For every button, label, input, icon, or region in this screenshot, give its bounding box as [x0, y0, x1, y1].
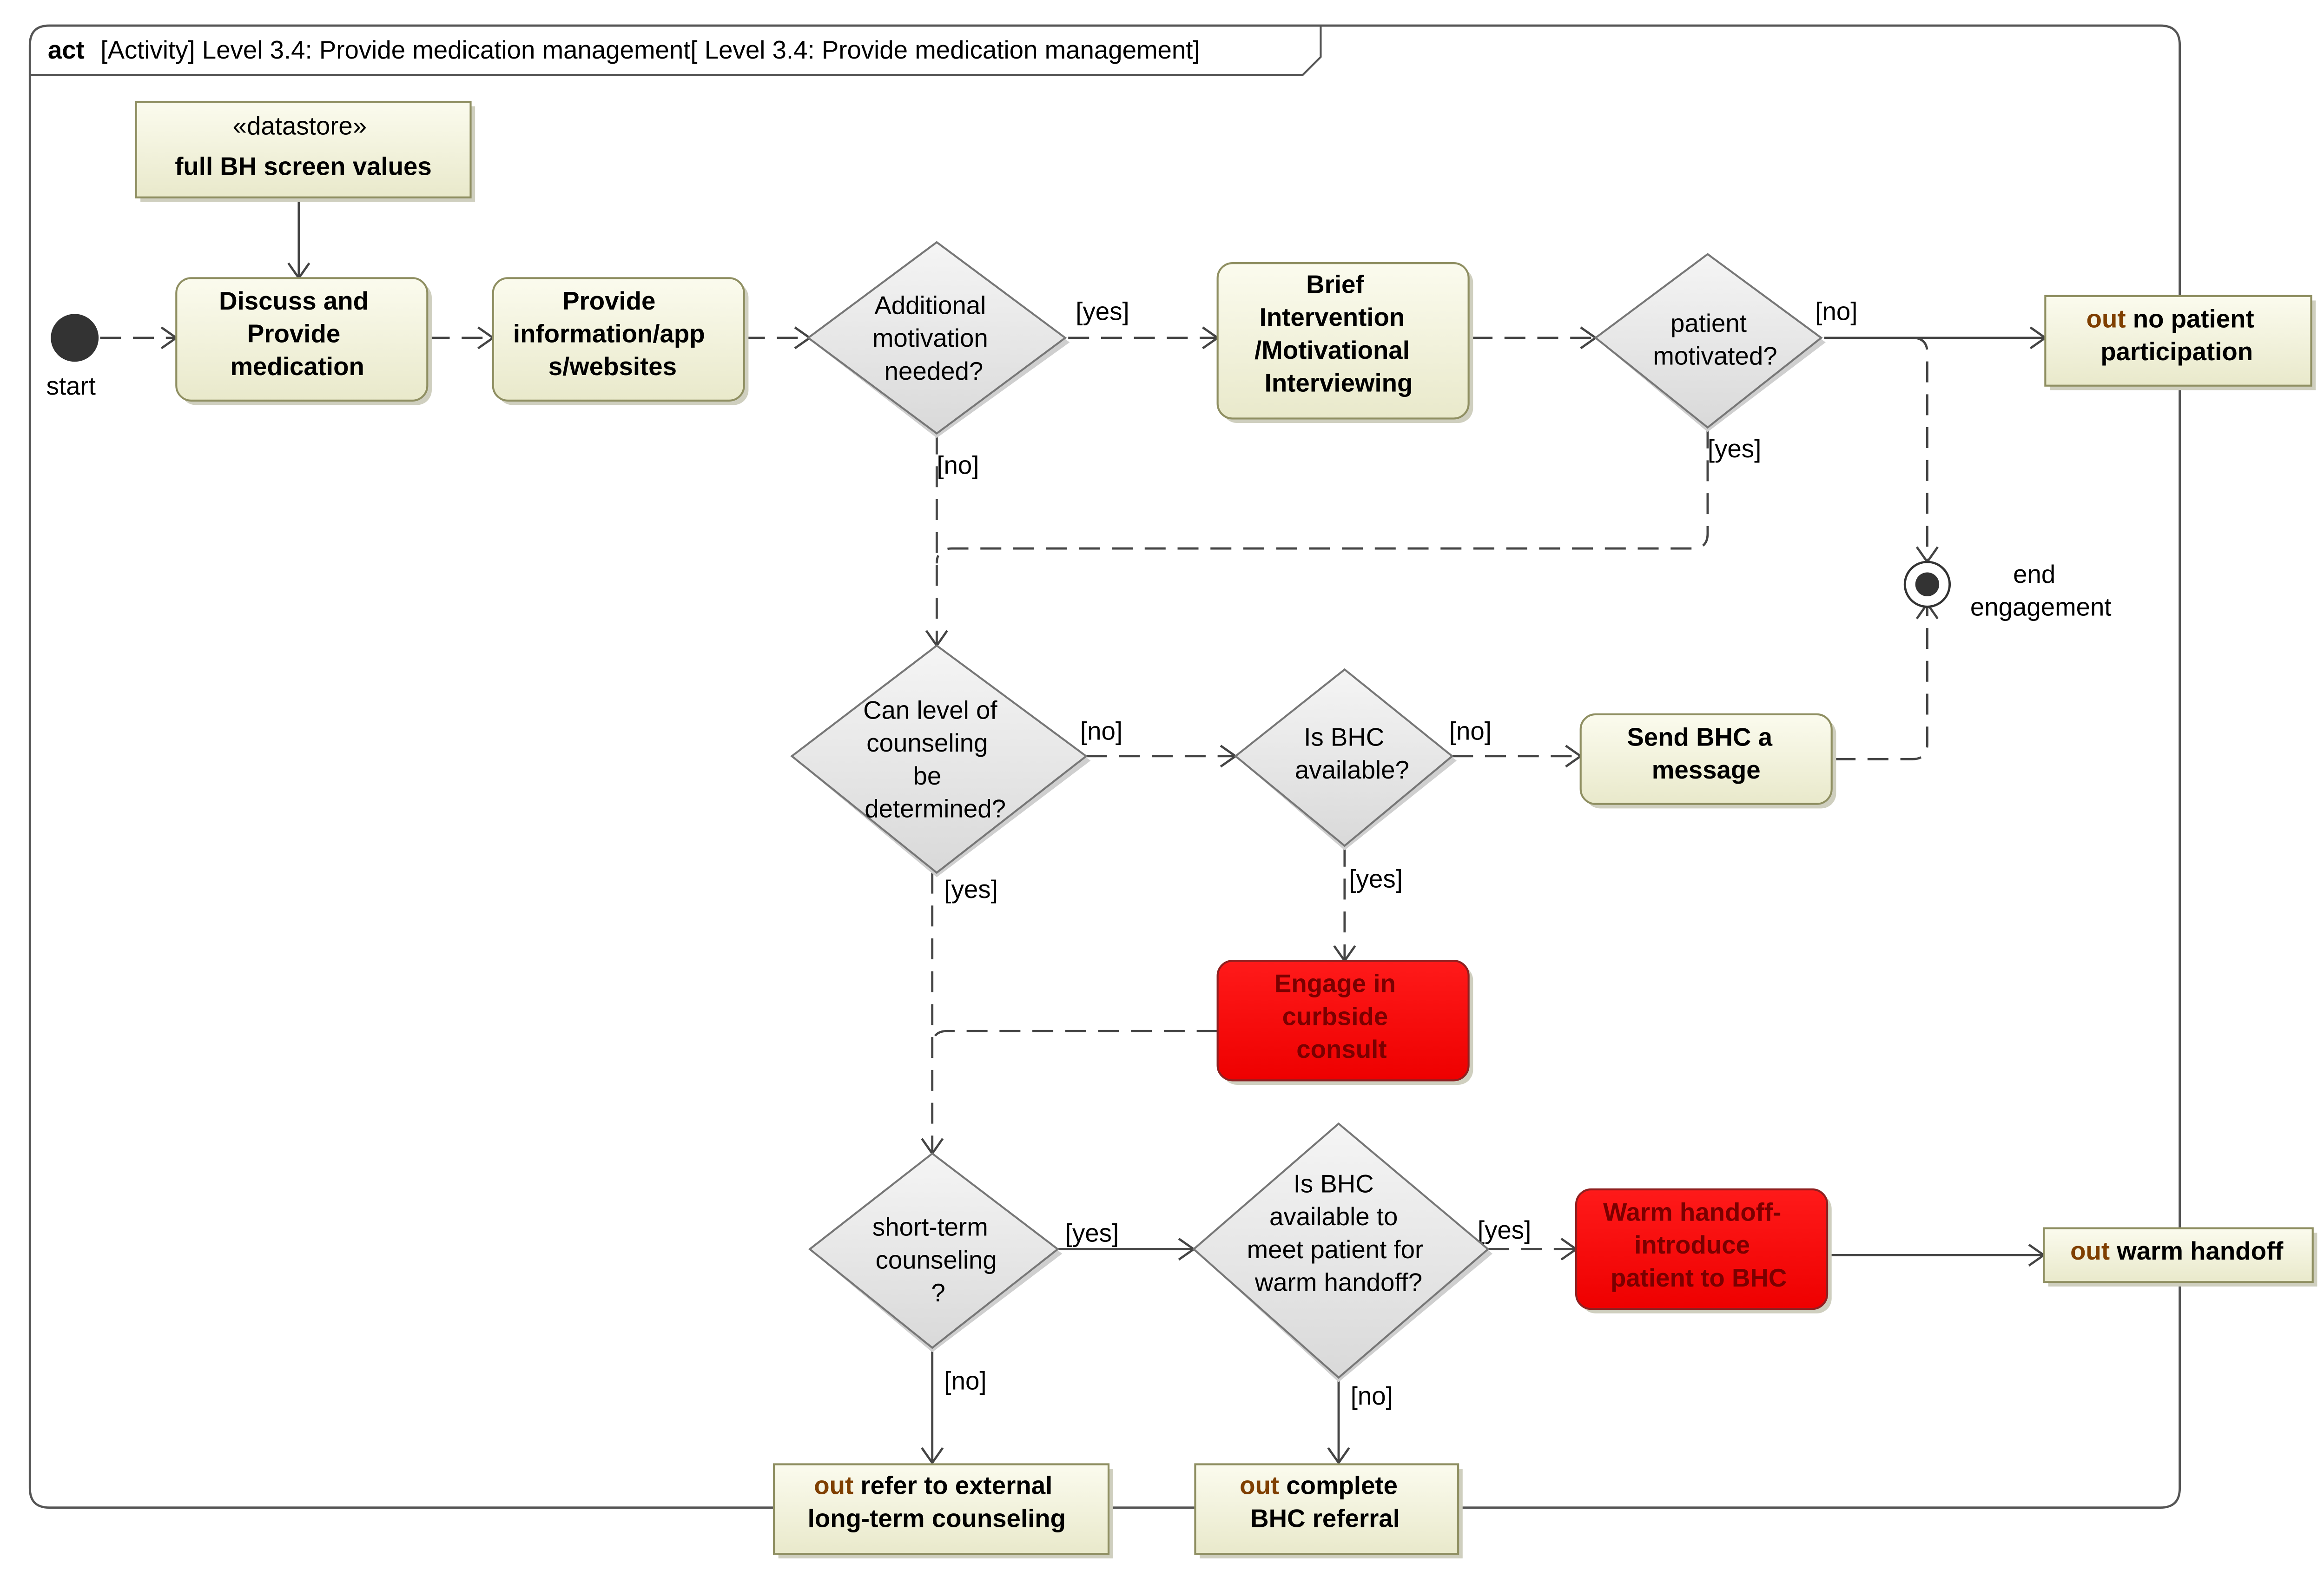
- pin-no-patient-participation: out no patient participation: [2044, 295, 2316, 390]
- action-warm-handoff: Warm handoff- introduce patient to BHC: [1575, 1188, 1832, 1313]
- svg-text:Brief Intervention: Brief Intervention /Motivational Intervi…: [1254, 270, 1417, 397]
- svg-text:Discuss and Provide: Discuss and Provide medication: [219, 287, 376, 381]
- svg-text:Is BHC available to: Is BHC available to meet patient for war…: [1247, 1169, 1431, 1296]
- guard-meet-no: [no]: [1351, 1382, 1393, 1410]
- svg-text:Additional motivation: Additional motivation needed?: [872, 291, 995, 385]
- final-node: end engagement: [1903, 560, 2112, 621]
- svg-text:Can level of counseling: Can level of counseling be determined?: [863, 696, 1006, 823]
- decision-level-counseling: Can level of counseling be determined?: [790, 644, 1091, 878]
- guard-additional-yes: [yes]: [1076, 297, 1129, 325]
- guard-bhc-yes: [yes]: [1349, 865, 1403, 893]
- pin-warm-handoff: out warm handoff: [2043, 1227, 2317, 1287]
- datastore-node: «datastore» full BH screen values: [135, 100, 475, 202]
- svg-text:out no patient participa: out no patient participation: [2086, 304, 2261, 366]
- decision-patient-motivated: patient motivated?: [1594, 253, 1826, 432]
- guard-level-yes: [yes]: [944, 875, 997, 904]
- svg-text:«datastore» full BH scre: «datastore» full BH screen values: [175, 112, 432, 181]
- action-send-bhc-message: Send BHC a message: [1579, 713, 1836, 809]
- guard-bhc-no: [no]: [1449, 717, 1492, 746]
- decision-bhc-available: Is BHC available?: [1234, 668, 1457, 851]
- flow-motivated-end: [1912, 337, 1928, 562]
- flow-curbside-merge: [931, 1030, 1218, 1046]
- svg-text:Provide information/app: Provide information/app s/websites: [513, 287, 712, 381]
- action-brief-intervention: Brief Intervention /Motivational Intervi…: [1216, 262, 1473, 423]
- decision-bhc-meet: Is BHC available to meet patient for war…: [1192, 1122, 1493, 1382]
- frame-keyword: act: [48, 36, 85, 64]
- svg-text:Send BHC a message: Send BHC a message: [1627, 723, 1779, 784]
- initial-node: start: [46, 314, 99, 400]
- decision-short-term: short-term counseling ?: [808, 1152, 1063, 1353]
- pin-refer-external: out refer to external long-term counseli…: [772, 1463, 1113, 1558]
- guard-additional-no: [no]: [937, 451, 979, 479]
- flow-motivated-yes: [935, 427, 1709, 564]
- frame-title: [Activity] Level 3.4: Provide medication…: [100, 36, 1200, 64]
- guard-motivated-no: [no]: [1815, 297, 1857, 325]
- action-curbside-consult: Engage in curbside consult: [1216, 960, 1473, 1085]
- guard-shortterm-no: [no]: [944, 1367, 986, 1395]
- svg-text:Is BHC available?: Is BHC available?: [1295, 723, 1409, 784]
- activity-frame: act [Activity] Level 3.4: Provide medica…: [28, 24, 2181, 1509]
- svg-text:act [Activity] Level 3.4: act [Activity] Level 3.4: Provide medica…: [48, 36, 1200, 64]
- svg-text:patient motivated?: patient motivated?: [1653, 309, 1777, 370]
- guard-meet-yes: [yes]: [1478, 1216, 1531, 1244]
- guard-motivated-yes: [yes]: [1708, 435, 1761, 463]
- end-label: end engagement: [1970, 560, 2112, 621]
- guards: [yes] [no] [no] [yes] [no] [no] [yes] [y…: [937, 297, 1857, 1410]
- svg-text:out warm handoff: out warm handoff: [2070, 1237, 2284, 1265]
- svg-text:out refer to external lo: out refer to external long-term counseli…: [808, 1472, 1066, 1533]
- flow-send-end: [1835, 604, 1928, 760]
- svg-text:Engage in curbside: Engage in curbside consult: [1274, 970, 1403, 1063]
- datastore-name: full BH screen values: [175, 152, 432, 181]
- decision-additional-motivation: Additional motivation needed?: [806, 241, 1070, 438]
- action-provide-information: Provide information/app s/websites: [492, 277, 749, 405]
- svg-text:Warm handoff- introduce: Warm handoff- introduce patient to BHC: [1603, 1198, 1789, 1292]
- action-discuss: Discuss and Provide medication: [175, 277, 432, 405]
- guard-shortterm-yes: [yes]: [1065, 1219, 1119, 1247]
- start-label: start: [46, 372, 96, 400]
- pin-complete-referral: out complete BHC referral: [1194, 1463, 1463, 1558]
- guard-level-no: [no]: [1080, 717, 1122, 746]
- datastore-stereotype: «datastore»: [233, 112, 367, 140]
- svg-text:out complete BHC referra: out complete BHC referral: [1240, 1472, 1405, 1533]
- svg-text:short-term counseling: short-term counseling ?: [872, 1213, 1004, 1307]
